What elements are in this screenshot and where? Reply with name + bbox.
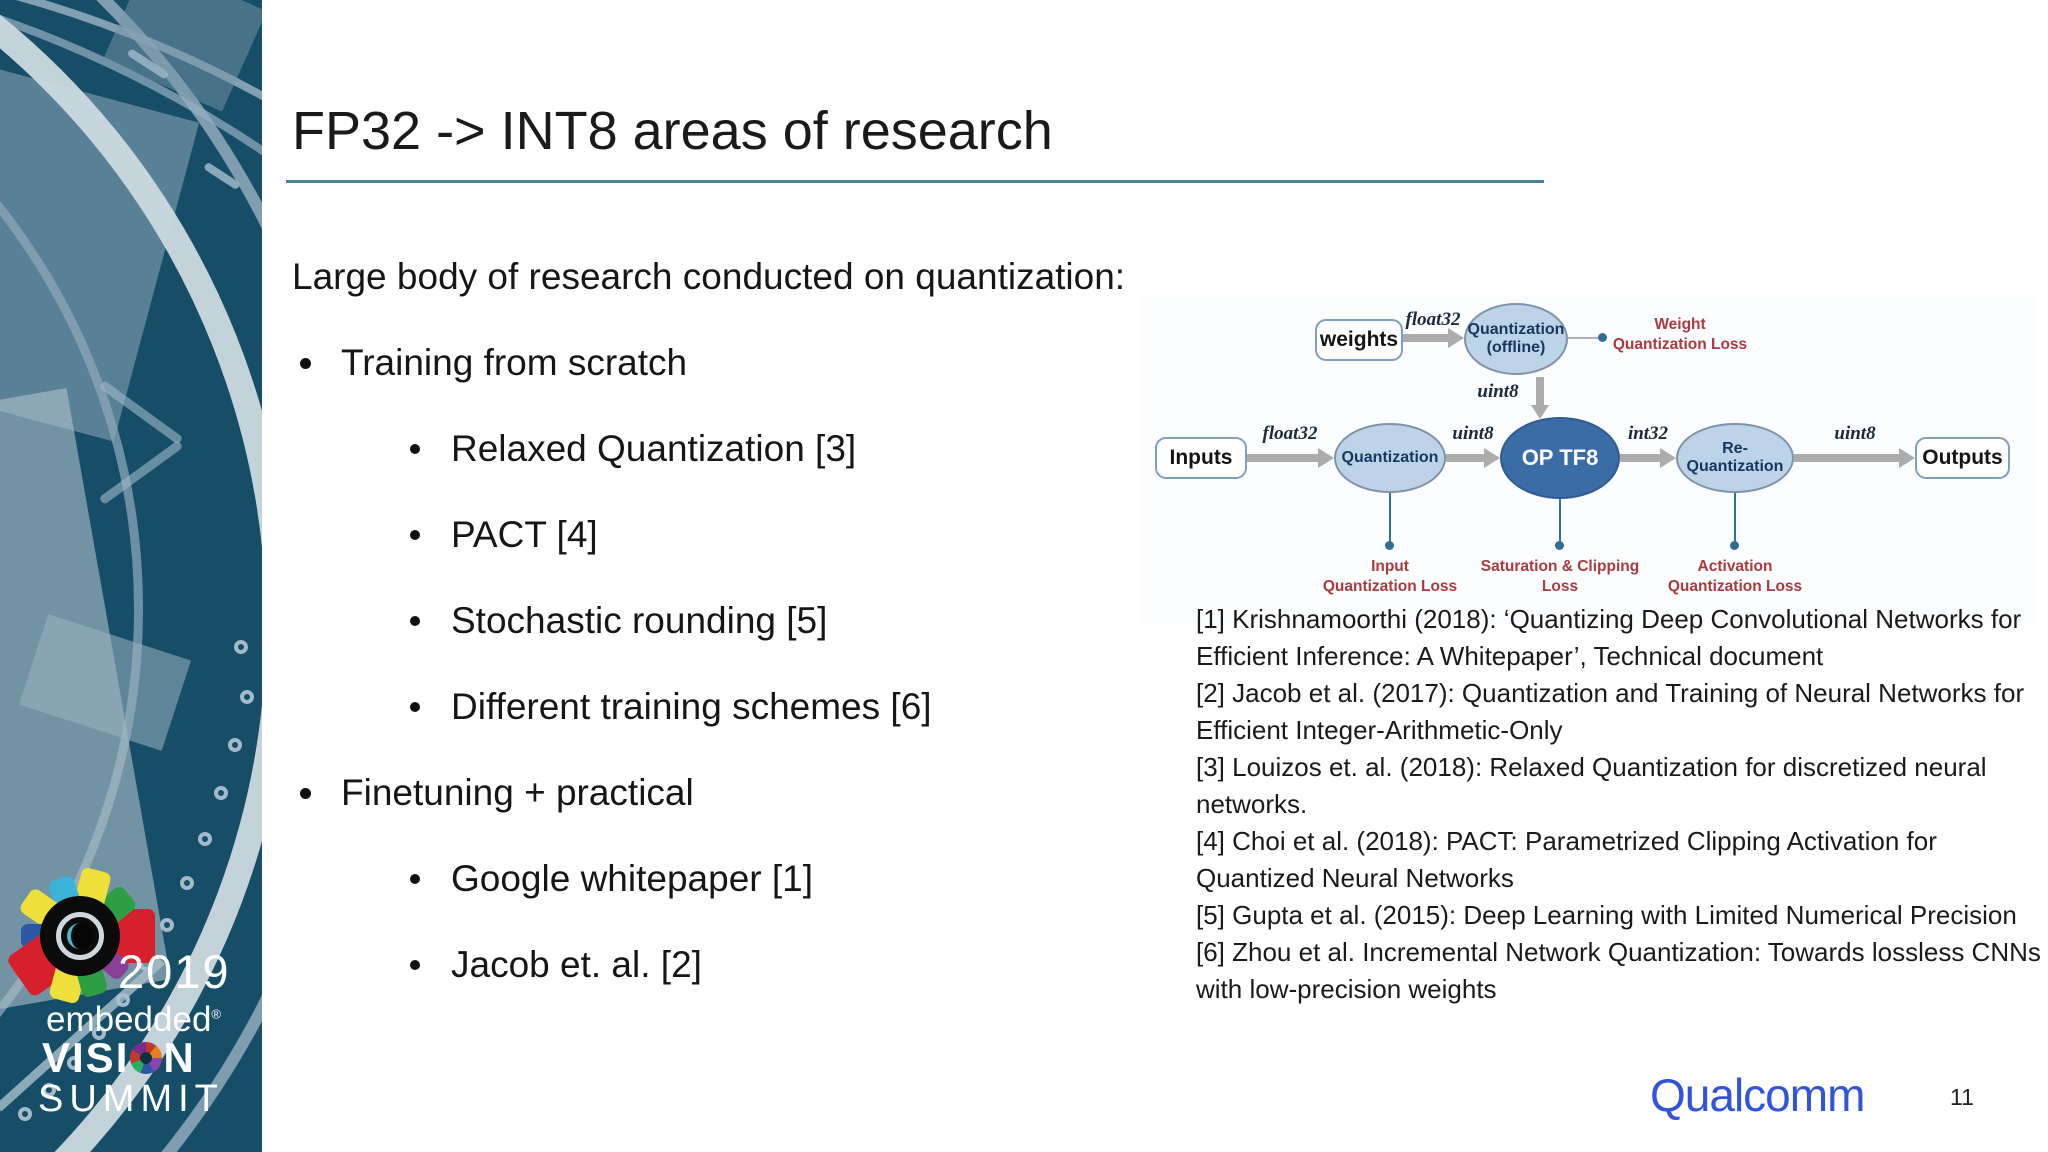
logo-embedded: embedded® [46, 1000, 222, 1039]
bullet-item: Training from scratch [292, 320, 932, 406]
bullet-dot [410, 702, 420, 712]
reference-item: [2] Jacob et al. (2017): Quantization an… [1196, 678, 2025, 745]
connector-dot [1730, 541, 1739, 550]
decorative-dot [42, 1083, 56, 1097]
decorative-dot [228, 738, 242, 752]
bullet-item: PACT [4] [292, 492, 932, 578]
shutter-logo-icon [5, 862, 155, 1010]
decorative-dot [92, 1026, 106, 1040]
node-quantization: Quantization [1334, 423, 1446, 493]
arrow-requant-to-outputs [1794, 454, 1899, 462]
type-label-uint8: uint8 [1477, 381, 1519, 402]
type-label-float32: float32 [1405, 309, 1461, 330]
node-op-tf8: OP TF8 [1500, 417, 1620, 499]
page-title: FP32 -> INT8 areas of research [292, 101, 1053, 161]
decorative-dot [18, 1107, 32, 1121]
bullet-item: Jacob et. al. [2] [292, 922, 932, 1008]
reference-item: [3] Louizos et. al. (2018): Relaxed Quan… [1196, 752, 1987, 819]
decorative-dot [116, 993, 130, 1007]
logo-summit: SUMMIT [38, 1078, 224, 1120]
connector-dot [1598, 333, 1607, 342]
connector-saturation-loss [1559, 499, 1561, 543]
reference-item: [1] Krishnamoorthi (2018): ‘Quantizing D… [1196, 604, 2022, 671]
intro-text: Large body of research conducted on quan… [292, 256, 1126, 297]
reference-item: [4] Choi et al. (2018): PACT: Parametriz… [1196, 826, 1937, 893]
decorative-dot [240, 690, 254, 704]
arrow-offline-to-op [1536, 377, 1544, 405]
bullet-dot [410, 616, 420, 626]
bullet-item: Google whitepaper [1] [292, 836, 932, 922]
title-divider [286, 180, 1544, 183]
type-label-uint8: uint8 [1834, 423, 1876, 444]
reference-list: [1] Krishnamoorthi (2018): ‘Quantizing D… [1196, 601, 2048, 1008]
bullet-dot [410, 530, 420, 540]
qualcomm-logo: Qualcomm [1650, 1069, 1865, 1121]
bullet-dot [410, 874, 420, 884]
reference-item: [5] Gupta et al. (2015): Deep Learning w… [1196, 900, 2017, 930]
camera-lens-icon [40, 896, 120, 976]
bullet-dot [300, 787, 311, 799]
node-requantization: Re-Quantization [1676, 423, 1794, 493]
decorative-dot [214, 786, 228, 800]
quantization-flow-diagram: weights float32 Quantization(offline) We… [1140, 295, 2035, 625]
decorative-dot [234, 640, 248, 654]
node-quantization-offline: Quantization(offline) [1464, 303, 1568, 375]
logo-year: 2019 [118, 945, 231, 998]
connector-dot [1385, 541, 1394, 550]
bullet-item: Finetuning + practical [292, 750, 932, 836]
type-label-float32: float32 [1262, 423, 1318, 444]
bullet-list: Training from scratch Relaxed Quantizati… [292, 320, 932, 1008]
connector-activation-loss [1734, 493, 1736, 543]
bullet-dot [300, 357, 311, 369]
arrow-weights-to-offline [1403, 334, 1448, 342]
node-outputs: Outputs [1915, 437, 2010, 479]
node-weights: weights [1315, 319, 1403, 361]
arrow-inputs-to-quant [1247, 454, 1318, 462]
type-label-int32: int32 [1627, 423, 1669, 444]
arrow-op-to-requant [1620, 454, 1660, 462]
connector-dot [1555, 541, 1564, 550]
connector-input-loss [1389, 493, 1391, 543]
decorative-dot [160, 918, 174, 932]
decorative-dot [180, 876, 194, 890]
decorative-dot [198, 832, 212, 846]
vision-o-pinwheel-icon [130, 1042, 163, 1074]
bullet-item: Stochastic rounding [5] [292, 578, 932, 664]
connector-weight-loss [1568, 337, 1600, 339]
bullet-dot [410, 960, 420, 970]
bullet-item: Relaxed Quantization [3] [292, 406, 932, 492]
registered-mark: ® [211, 1006, 222, 1022]
bullet-item: Different training schemes [6] [292, 664, 932, 750]
reference-item: [6] Zhou et al. Incremental Network Quan… [1196, 937, 2041, 1004]
node-inputs: Inputs [1155, 437, 1247, 479]
decorative-dot [67, 1056, 81, 1070]
page-number: 11 [1950, 1084, 1974, 1110]
arrow-quant-to-op [1446, 454, 1484, 462]
type-label-uint8: uint8 [1452, 423, 1494, 444]
bullet-dot [410, 444, 420, 454]
